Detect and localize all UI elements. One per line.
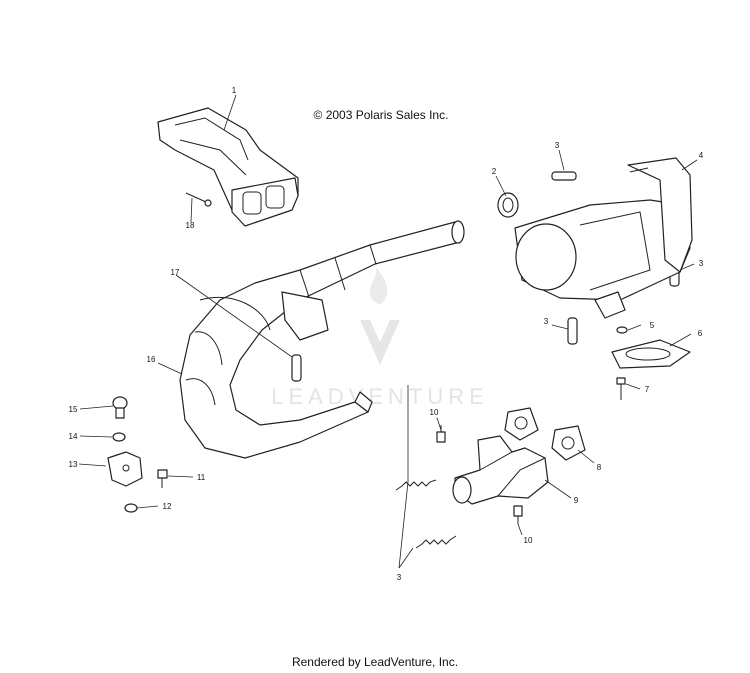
- callout-3: 3: [555, 141, 560, 150]
- callout-13: 13: [69, 460, 78, 469]
- part-6-grommet: [611, 339, 691, 369]
- callout-2: 2: [492, 167, 497, 176]
- part-9-exhaust-manifold: [452, 435, 549, 505]
- part-2-gasket-ring: [497, 192, 519, 218]
- part-10-screw-upper: [436, 425, 446, 443]
- watermark-text: LEADVENTURE: [271, 384, 489, 409]
- part-5-washer: [616, 326, 628, 334]
- part-12-nut: [124, 503, 138, 513]
- callout-10: 10: [430, 408, 439, 417]
- callout-15: 15: [69, 405, 78, 414]
- part-17-spring: [291, 354, 302, 382]
- part-11-bolt: [157, 469, 168, 488]
- callout-18: 18: [186, 221, 195, 230]
- callout-3: 3: [544, 317, 549, 326]
- callout-7: 7: [645, 385, 650, 394]
- callout-6: 6: [698, 329, 703, 338]
- leader-lines: [78, 94, 698, 569]
- part-3-spring-lower-a: [395, 479, 437, 491]
- leadventure-watermark: LEADVENTURE: [271, 268, 489, 409]
- callout-1: 1: [232, 86, 237, 95]
- callout-8: 8: [597, 463, 602, 472]
- part-1-exhaust-bracket: [157, 107, 299, 227]
- part-16-expansion-chamber: [179, 220, 465, 459]
- callout-4: 4: [699, 151, 704, 160]
- part-7-screw: [616, 377, 626, 400]
- part-10-screw-lower: [513, 505, 523, 524]
- callout-9: 9: [574, 496, 579, 505]
- part-8-gaskets: [504, 407, 586, 461]
- part-18-bolt: [185, 192, 212, 207]
- callout-10: 10: [524, 536, 533, 545]
- callout-17: 17: [171, 268, 180, 277]
- part-13-bracket: [107, 451, 143, 487]
- part-3-spring-mid: [567, 317, 578, 345]
- part-14-washer: [112, 432, 126, 442]
- copyright-text: © 2003 Polaris Sales Inc.: [314, 108, 449, 122]
- rendered-by-footer: Rendered by LeadVenture, Inc.: [291, 655, 459, 669]
- callout-12: 12: [163, 502, 172, 511]
- part-3-spring-lower-b: [415, 535, 457, 549]
- part-3-spring-top: [551, 171, 577, 181]
- callout-16: 16: [147, 355, 156, 364]
- callout-3: 3: [397, 573, 402, 582]
- callout-labels: 1 2 3 4 3 3 5 6 7 8 9 10 10 3 11 12 13 1…: [69, 86, 704, 582]
- callout-11: 11: [197, 473, 206, 482]
- callout-3: 3: [699, 259, 704, 268]
- part-4-muffler: [514, 157, 693, 319]
- callout-5: 5: [650, 321, 655, 330]
- part-15-bolt-grommet: [112, 396, 128, 419]
- callout-14: 14: [69, 432, 78, 441]
